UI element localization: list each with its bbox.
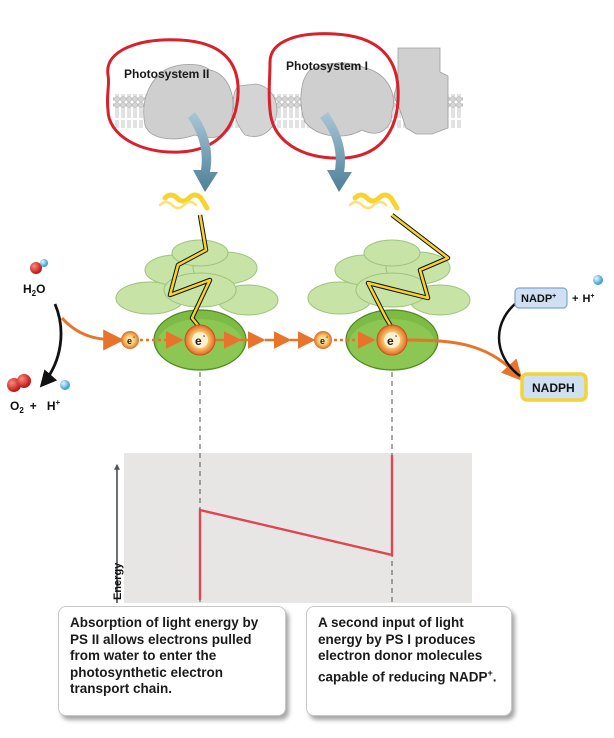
svg-text:e: e bbox=[195, 334, 202, 348]
thylakoid-membrane bbox=[113, 47, 463, 140]
water-label: H2O bbox=[23, 282, 45, 298]
photosystem-i-label: Photosystem I bbox=[286, 59, 369, 73]
electron-ps2: e - bbox=[184, 324, 216, 356]
protein-complex-ps1 bbox=[300, 62, 394, 137]
annotation-circle-ps2 bbox=[105, 38, 240, 154]
svg-text:NADPH: NADPH bbox=[532, 381, 575, 395]
caption-ps1: A second input of light energy by PS I p… bbox=[306, 606, 512, 716]
caption-ps2: Absorption of light energy by PS II allo… bbox=[58, 606, 286, 716]
photosystem-ii-label: Photosystem II bbox=[124, 67, 210, 81]
nadp-arrow bbox=[497, 298, 521, 377]
svg-text:e: e bbox=[127, 336, 132, 346]
nadp-box bbox=[514, 287, 568, 309]
svg-text:e: e bbox=[387, 334, 394, 348]
annotation-circle-ps1 bbox=[267, 32, 400, 160]
svg-text:-: - bbox=[133, 335, 135, 341]
svg-text:e: e bbox=[320, 336, 325, 346]
energy-axis-label: Energy bbox=[112, 562, 124, 600]
electron-carrier-2: e - bbox=[314, 331, 332, 349]
oxygen-molecule-icon bbox=[7, 374, 31, 392]
nadph-box bbox=[520, 372, 588, 402]
nadp-proton-label: +H+ bbox=[572, 293, 594, 305]
zoom-arrow-ps2 bbox=[188, 112, 218, 192]
zoom-arrow-ps1 bbox=[320, 112, 352, 192]
protein-complex-atpsynthase bbox=[393, 47, 449, 135]
proton-icon bbox=[60, 380, 70, 390]
light-energy-ps2 bbox=[158, 192, 213, 330]
electron-ps1: e - bbox=[376, 324, 408, 356]
svg-text:-: - bbox=[326, 335, 328, 341]
svg-text:-: - bbox=[395, 333, 398, 340]
water-split-arrow bbox=[39, 303, 63, 388]
svg-text:NADP+: NADP+ bbox=[521, 293, 556, 305]
water-molecule-icon bbox=[30, 259, 48, 274]
energy-plot-background bbox=[124, 453, 472, 603]
svg-text:-: - bbox=[203, 333, 206, 340]
light-energy-ps1 bbox=[348, 192, 451, 330]
electron-carrier-1: e - bbox=[121, 331, 139, 349]
caption-ps1-text: A second input of light energy by PS I p… bbox=[318, 615, 488, 684]
caption-ps2-text: Absorption of light energy by PS II allo… bbox=[70, 615, 259, 696]
proton-icon-right bbox=[593, 275, 603, 285]
oxygen-label: O2+H+ bbox=[10, 398, 60, 415]
